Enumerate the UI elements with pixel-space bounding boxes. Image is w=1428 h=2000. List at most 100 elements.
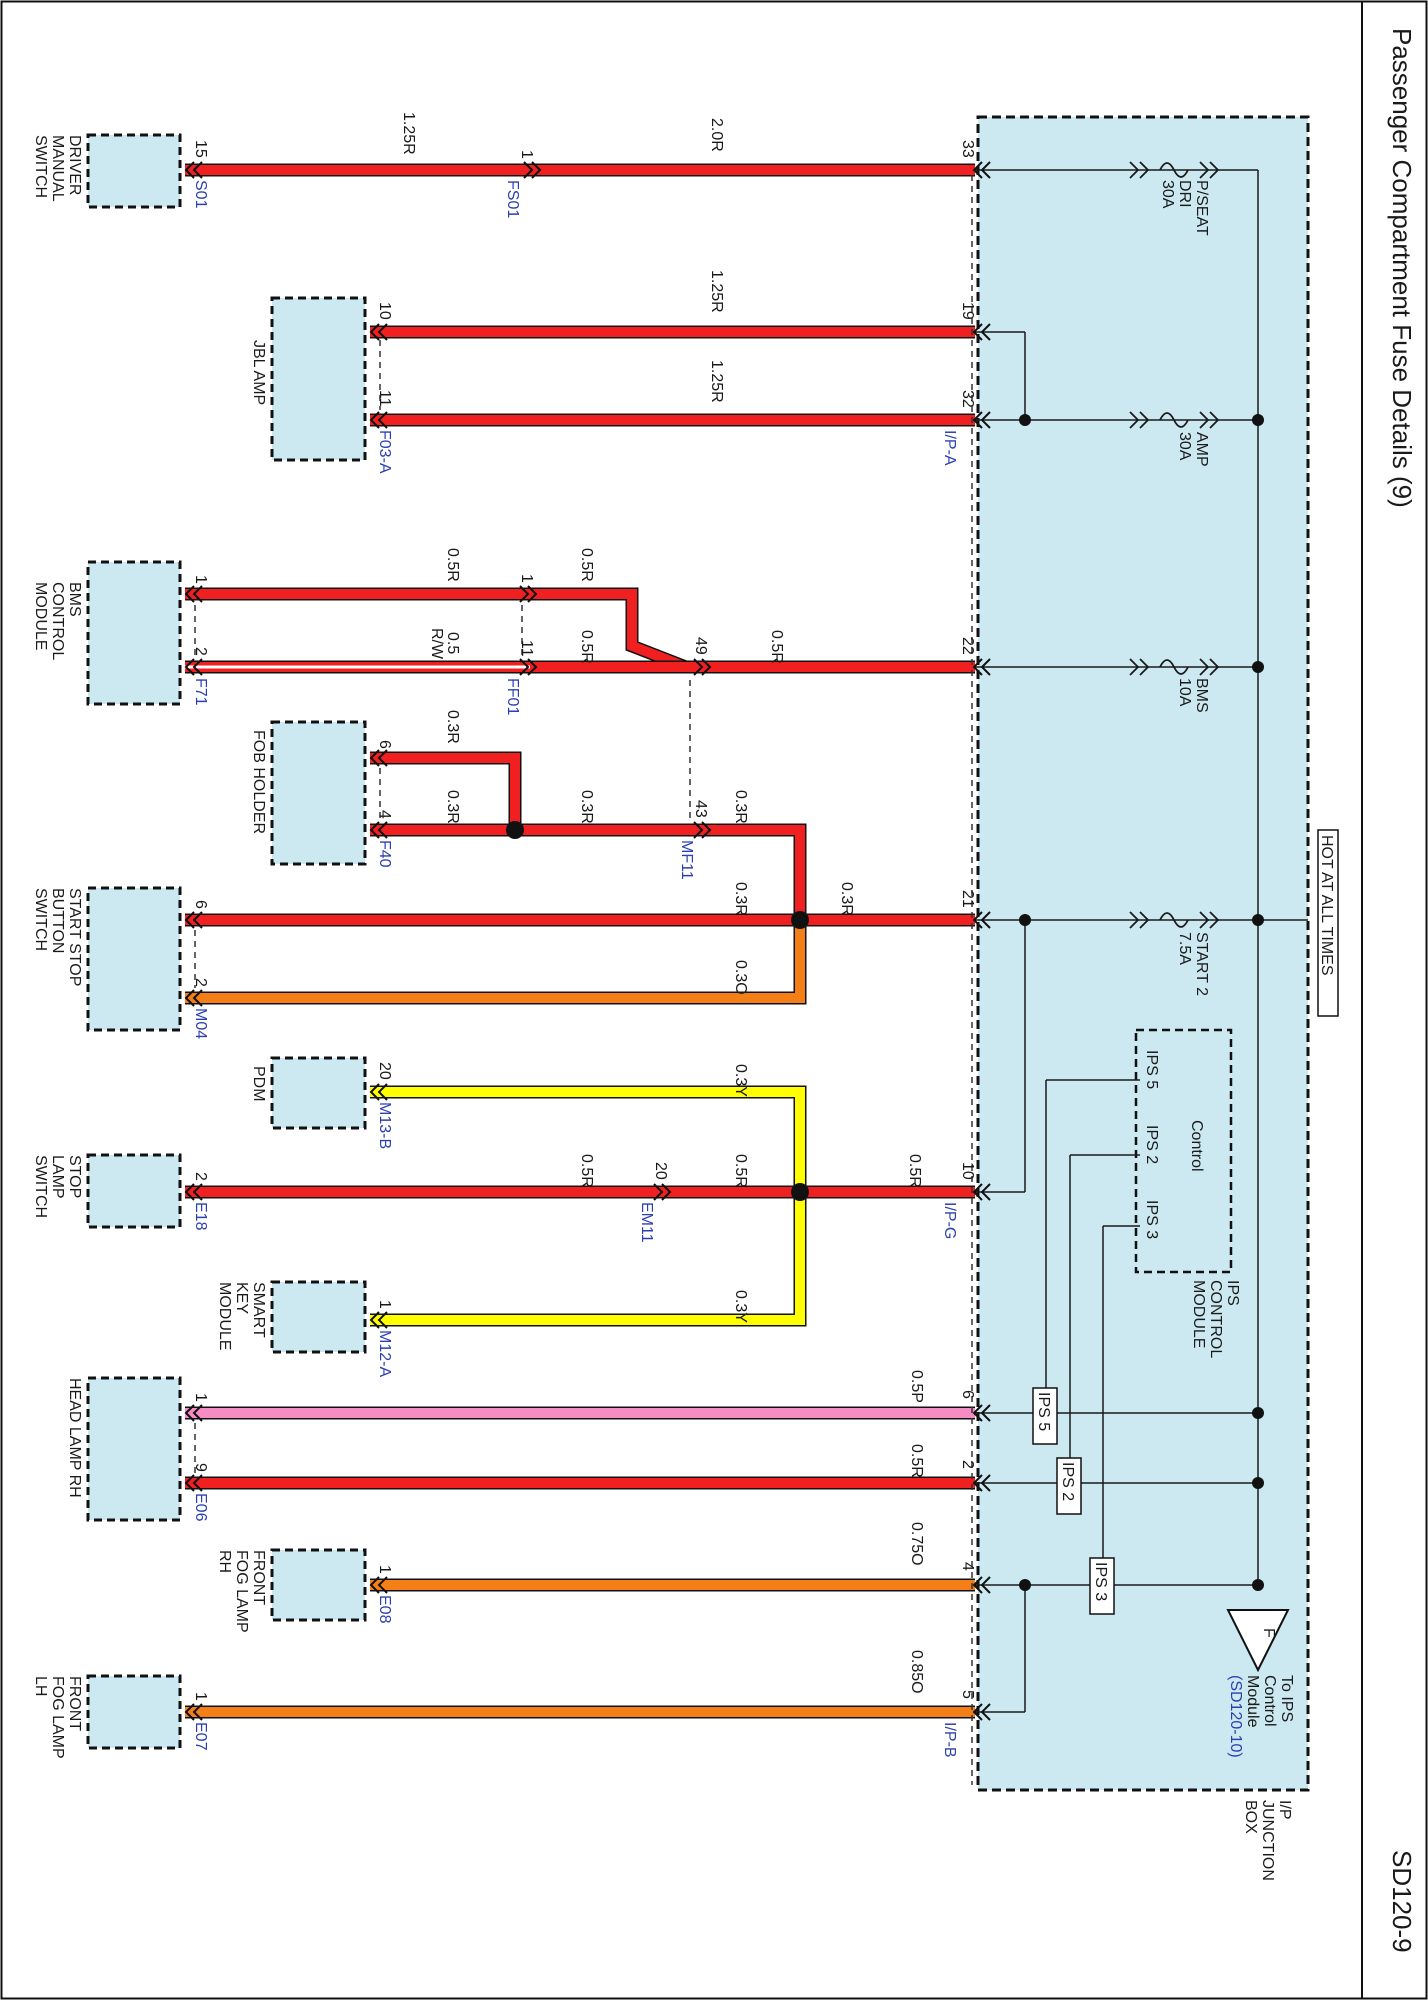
component-stop-lamp-switch: STOP (66, 1155, 83, 1198)
inline-pin: 11 (518, 640, 535, 657)
component-pin: 9 (192, 1463, 209, 1472)
component-pin: 20 (376, 1062, 393, 1080)
wire-spec: 0.3Y (732, 1064, 749, 1097)
connector-m13b: M13-B (376, 1102, 393, 1149)
wire-spec: 1.25R (400, 112, 417, 155)
component-head-lamp-rh: HEAD LAMP RH (66, 1378, 83, 1498)
component-label: SWITCH (32, 888, 49, 951)
wire-spec: 0.3R (444, 790, 461, 824)
jb-connector-ipa: I/P-A (941, 430, 958, 466)
page-header: Passenger Compartment Fuse Details (9) (1387, 28, 1417, 508)
component-label: SWITCH (32, 1155, 49, 1218)
splice-points (506, 414, 1264, 1591)
start-stop-switch-box (86, 886, 182, 1032)
wire-spec: 0.3R (838, 882, 855, 916)
wire-yellow (370, 1087, 805, 1325)
ips-pin-2: IPS 2 (1143, 1125, 1160, 1164)
ip-junction-box (976, 115, 1310, 1792)
component-boxes (86, 133, 367, 1750)
component-jbl-amp: JBL AMP (250, 340, 267, 405)
wire-spec: 1.25R (708, 270, 725, 313)
wire-spec: 2.0R (708, 118, 725, 152)
wire-spec: 0.5R (908, 1444, 925, 1478)
ips-pin-3: IPS 3 (1143, 1200, 1160, 1239)
jb-label-3: BOX (1242, 1800, 1259, 1834)
connector-f03a: F03-A (376, 430, 393, 474)
wire-spec: 0.75O (908, 1522, 925, 1566)
connector-f40: F40 (376, 840, 393, 868)
component-pin: 4 (376, 810, 393, 819)
wire-spec: 0.3Y (732, 1290, 749, 1323)
wire-spec: 1.25R (708, 360, 725, 403)
component-label: FOG LAMP (49, 1676, 66, 1759)
component-pin: 6 (376, 740, 393, 749)
component-label: FOG LAMP (233, 1550, 250, 1633)
wire-spec: 0.5P (908, 1370, 925, 1403)
component-label: MODULE (216, 1282, 233, 1350)
hot-label-box (1317, 829, 1339, 1017)
ips-module-label-3: MODULE (1190, 1280, 1207, 1348)
jb-pin: 4 (959, 1562, 976, 1571)
component-smart-key-module: SMART (250, 1282, 267, 1338)
wire-start-orange (185, 920, 805, 1003)
ips-module-label-1: IPS (1224, 1280, 1241, 1306)
component-front-fog-lamp-lh: FRONT (66, 1676, 83, 1731)
jb-pin: 2 (959, 1460, 976, 1469)
component-label: MANUAL (49, 135, 66, 202)
ips-pin-5: IPS 5 (1143, 1050, 1160, 1089)
jb-label-2: JUNCTION (1259, 1800, 1276, 1881)
connector-e07: E07 (192, 1722, 209, 1751)
wires (185, 163, 975, 1719)
ips-output-3: IPS 3 (1092, 1562, 1109, 1601)
fuse-bms-rating: 10A (1176, 678, 1193, 707)
connector-m12a: M12-A (376, 1330, 393, 1377)
stop-lamp-switch-box (86, 1153, 182, 1229)
inline-em11: EM11 (638, 1202, 655, 1243)
fuse-start-name: START 2 (1193, 932, 1210, 996)
connector-e08: E08 (376, 1595, 393, 1624)
component-pin: 11 (376, 390, 393, 407)
wire-spec: 0.3R (444, 710, 461, 744)
wire-spec: 0.3R (578, 790, 595, 824)
connector-e18: E18 (192, 1202, 209, 1231)
component-pin: 1 (192, 1692, 209, 1701)
jb-label-1: I/P (1276, 1800, 1293, 1820)
offpage-ref: (SD120-10) (1227, 1675, 1244, 1758)
fuse-amp-icon (1129, 411, 1220, 429)
offpage-label-3: Module (1244, 1675, 1261, 1728)
fob-holder-box (270, 720, 367, 866)
inline-pin: 1 (518, 150, 535, 159)
jb-pin: 33 (959, 140, 976, 158)
fuse-symbols (1129, 161, 1220, 929)
ips-control-module-box (1134, 1028, 1233, 1274)
component-pin: 1 (192, 1393, 209, 1402)
component-pdm: PDM (250, 1066, 267, 1102)
wire-spec: 0.5R (732, 1154, 749, 1188)
component-pin: 2 (192, 978, 209, 987)
ips5-output-box (1032, 1387, 1058, 1445)
jb-pin: 32 (959, 390, 976, 408)
wire-spec: 0.3O (732, 960, 749, 995)
ips-module-label-2: CONTROL (1207, 1280, 1224, 1358)
connector-e06: E06 (192, 1493, 209, 1522)
component-fob-holder: FOB HOLDER (250, 730, 267, 834)
offpage-label-2: Control (1261, 1675, 1278, 1727)
fuse-bms-name: BMS (1193, 678, 1210, 713)
inline-pin: 43 (692, 800, 709, 818)
jb-pin: 21 (959, 890, 976, 908)
jb-pin: 10 (959, 1162, 976, 1180)
component-front-fog-lamp-rh: FRONT (250, 1550, 267, 1605)
wire-spec: 0.5R (578, 548, 595, 582)
wire-spec: 0.5R (444, 548, 461, 582)
head-lamp-rh-box (86, 1376, 182, 1522)
ips-output-2: IPS 2 (1059, 1462, 1076, 1501)
inline-ff01: FF01 (504, 678, 521, 715)
component-driver-manual-switch: DRIVER (66, 135, 83, 195)
component-label: LH (32, 1676, 49, 1696)
inline-pin: 49 (692, 637, 709, 655)
fuse-amp-rating: 30A (1176, 432, 1193, 461)
component-label: CONTROL (49, 582, 66, 660)
wire-bms-1 (185, 589, 688, 672)
component-label: RH (216, 1550, 233, 1573)
driver-manual-switch-box (86, 133, 182, 209)
